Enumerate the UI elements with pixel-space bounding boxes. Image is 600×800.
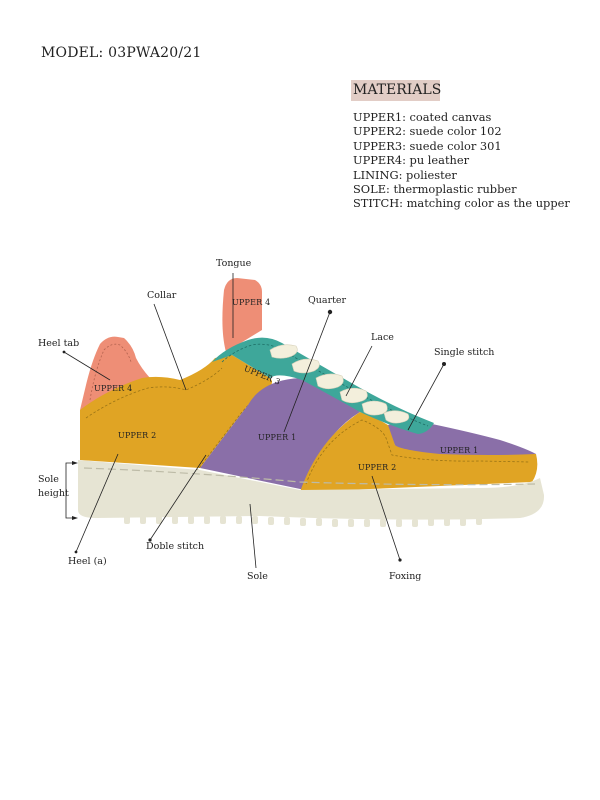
label-lace: Lace xyxy=(371,332,394,343)
tread xyxy=(220,516,226,524)
leader-single-stitch xyxy=(407,363,445,431)
label-foxing: Foxing xyxy=(389,571,422,582)
upper2-quarter-stitch xyxy=(195,391,261,473)
label-sole-height-line2: height xyxy=(38,488,69,499)
tread xyxy=(140,516,146,524)
label-single-stitch: Single stitch xyxy=(434,347,495,358)
leader-foxing xyxy=(371,475,401,561)
materials-title: MATERIALS xyxy=(351,80,441,101)
sole-shape xyxy=(78,460,545,520)
material-item-upper1: UPPER1: coated canvas xyxy=(353,110,492,124)
leader-lace xyxy=(345,345,373,397)
leader-dot xyxy=(327,309,333,315)
laces xyxy=(269,344,410,424)
part-label-upper2-front: UPPER 2 xyxy=(358,463,397,472)
leader-heel-tab xyxy=(63,351,111,381)
tread xyxy=(300,518,306,526)
leader-collar xyxy=(153,303,187,391)
material-item-sole: SOLE: thermoplastic rubber xyxy=(353,182,517,197)
tread xyxy=(124,516,130,524)
lace-loop-3 xyxy=(315,373,344,390)
tread xyxy=(316,518,322,526)
leader-lines xyxy=(63,273,445,569)
sole-treads xyxy=(124,516,482,527)
tread xyxy=(204,516,210,524)
part-label-upper4-heel: UPPER 4 xyxy=(94,384,133,393)
model-number: MODEL: 03PWA20/21 xyxy=(41,45,202,61)
tread xyxy=(188,516,194,524)
sole-height-arrow-bottom xyxy=(72,516,78,520)
part-label-upper4-tongue: UPPER 4 xyxy=(232,298,271,307)
label-heel-tab: Heel tab xyxy=(38,338,80,349)
sole-line xyxy=(83,467,536,486)
part-label-upper1-quarter: UPPER 1 xyxy=(258,433,297,442)
tread xyxy=(444,518,450,526)
leader-dot xyxy=(442,362,446,366)
tread xyxy=(476,517,482,525)
tread xyxy=(412,519,418,527)
material-item-upper3: UPPER3: suede color 301 xyxy=(353,138,502,153)
tread xyxy=(380,519,386,527)
material-item-upper4: UPPER4: pu leather xyxy=(353,153,470,168)
tread xyxy=(156,516,162,524)
leader-heel xyxy=(75,453,119,553)
tread xyxy=(332,519,338,527)
tongue-shape xyxy=(222,278,262,352)
material-item-stitch: STITCH: matching color as the upper xyxy=(353,196,570,211)
label-tongue: Tongue xyxy=(216,258,252,269)
upper2-front-stitch xyxy=(305,419,531,485)
upper2-heel-stitch xyxy=(85,367,223,419)
label-sole-height-line1: Sole xyxy=(38,474,59,485)
label-collar: Collar xyxy=(147,290,177,301)
leader-dots xyxy=(62,309,446,562)
leader-dot xyxy=(148,538,152,542)
materials-list: UPPER1: coated canvas UPPER2: suede colo… xyxy=(353,110,570,211)
tread xyxy=(172,516,178,524)
label-sole: Sole xyxy=(247,571,268,582)
lace-loop-5 xyxy=(361,400,388,416)
leader-dot xyxy=(74,550,78,554)
tread xyxy=(396,519,402,527)
upper1-quarter-shape xyxy=(200,378,360,490)
tread xyxy=(348,519,354,527)
part-label-upper2-heel: UPPER 2 xyxy=(118,431,157,440)
lace-loop-4 xyxy=(339,387,368,404)
tread xyxy=(284,517,290,525)
material-item-lining: LINING: poliester xyxy=(353,167,457,182)
part-label-upper1-toe: UPPER 1 xyxy=(440,446,479,455)
lace-loop-2 xyxy=(291,358,320,374)
tread xyxy=(236,516,242,524)
upper2-front-shape xyxy=(300,412,538,492)
upper2-heel-shape xyxy=(80,355,273,468)
tread xyxy=(252,516,258,524)
leader-quarter xyxy=(283,311,331,433)
leader-dot xyxy=(62,350,66,354)
leader-doble-stitch xyxy=(149,454,207,541)
label-doble-stitch: Doble stitch xyxy=(146,541,205,552)
tread xyxy=(428,518,434,526)
sole-height-bracket xyxy=(65,462,72,519)
tread xyxy=(460,518,466,526)
label-heel: Heel (a) xyxy=(68,556,107,567)
label-quarter: Quarter xyxy=(308,295,347,306)
heel-tab-stitch xyxy=(89,343,132,401)
lace-loop-6 xyxy=(383,410,410,424)
leader-dot xyxy=(398,558,402,562)
lace-loop-1 xyxy=(269,344,298,359)
tread xyxy=(268,517,274,525)
tread xyxy=(364,519,370,527)
leader-sole xyxy=(249,503,257,569)
material-item-upper2: UPPER2: suede color 102 xyxy=(353,124,502,139)
sole-height-arrow-top xyxy=(72,461,78,465)
